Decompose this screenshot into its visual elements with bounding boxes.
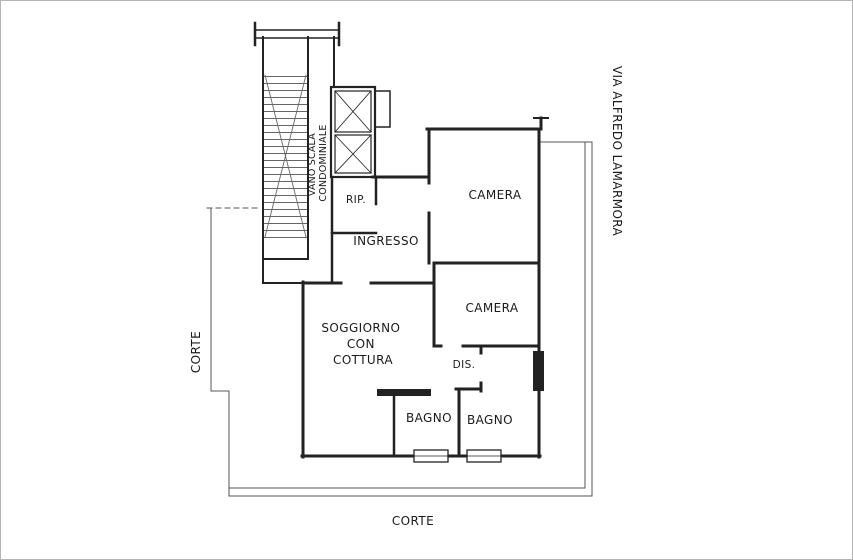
side-window [533,351,544,391]
label-bedroom-1: CAMERA [469,188,522,202]
label-stairwell-line1: VANO SCALA [307,133,318,196]
elevator [329,85,391,179]
label-courtyard-left: CORTE [189,331,203,373]
elevator-door-recess [374,90,391,128]
label-living-line1: SOGGIORNO [321,321,400,335]
label-storage: RIP. [346,194,366,206]
label-courtyard-bottom: CORTE [392,514,434,528]
label-stairwell-line2: CONDOMINIALE [318,124,329,201]
stair-top-wall [254,29,340,39]
label-living-line2: CON [347,337,375,351]
label-bathroom-2: BAGNO [467,413,513,427]
label-entrance: INGRESSO [353,234,419,248]
kitchen-bath-wall [377,389,431,396]
windows [413,351,544,463]
label-living-room: SOGGIORNO CON COTTURA [321,321,404,367]
elevator-cross-icon [334,134,372,174]
stairwell [253,21,341,260]
label-street: VIA ALFREDO LAMARMORA [610,66,624,237]
label-living-line3: COTTURA [333,353,393,367]
label-bathroom-1: BAGNO [406,411,452,425]
elevator-cross-icon [334,90,372,133]
courtyard-boundary [206,141,593,497]
label-stairwell: VANO SCALA CONDOMINIALE [307,124,329,201]
label-bedroom-2: CAMERA [466,301,519,315]
stair-direction-line [264,74,307,238]
label-hallway: DIS. [453,359,476,371]
